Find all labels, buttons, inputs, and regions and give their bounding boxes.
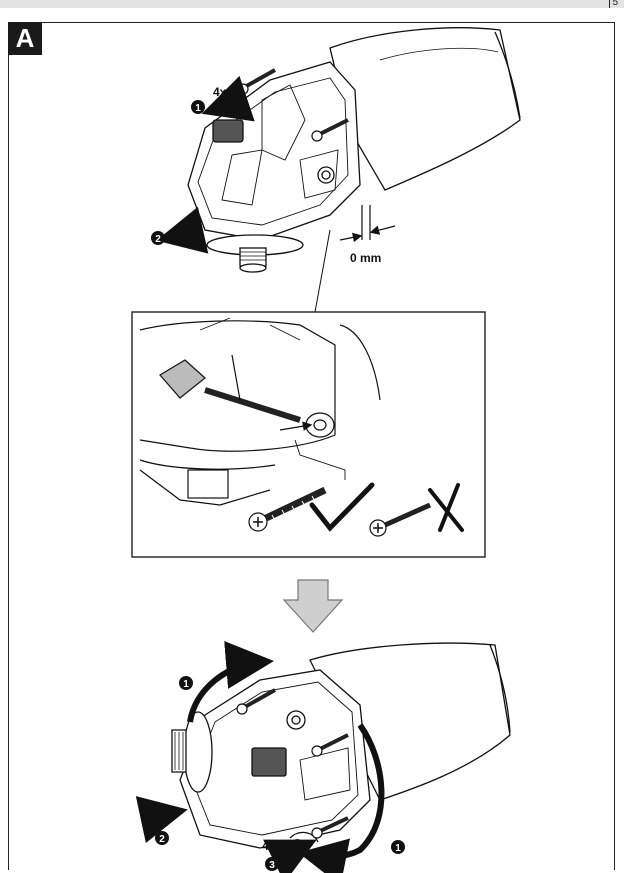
step-2-badge-top — [151, 231, 165, 245]
step-1b-number: 1 — [395, 843, 401, 854]
detail-inset — [131, 311, 486, 558]
arrow-step-2-bottom — [135, 796, 188, 844]
step-1b-badge — [391, 840, 405, 854]
step-3-badge — [265, 857, 279, 871]
correct-screw — [248, 486, 327, 532]
screw-bottom-right — [311, 733, 349, 757]
detail-illustration — [139, 317, 381, 506]
incorrect-screw — [369, 502, 432, 537]
screw-bottom-low — [311, 816, 349, 839]
arrow-step-1-top — [201, 75, 255, 122]
grinder-top-view — [187, 27, 521, 273]
rotation-arrow-top — [187, 641, 274, 723]
grinder-bottom-view — [171, 642, 511, 849]
screw-count-bottom: 4x — [262, 839, 276, 853]
screw-top-right — [311, 118, 349, 142]
step-2-number-bottom: 2 — [159, 834, 165, 845]
gap-indicator — [339, 205, 396, 243]
page-number-divider — [609, 0, 610, 8]
next-step-arrow-icon — [282, 579, 344, 633]
step-1-number-top: 1 — [195, 103, 201, 114]
screw-count-top: 4x — [213, 85, 227, 99]
arrow-step-3-bottom — [263, 839, 317, 873]
step-1-badge-top — [191, 100, 205, 114]
arrow-step-2-top — [156, 206, 209, 254]
cross-mark-icon — [428, 483, 464, 532]
check-mark-icon — [309, 482, 375, 532]
rotation-arrow-right — [298, 723, 385, 873]
step-2-badge-bottom — [155, 831, 169, 845]
step-1a-number: 1 — [183, 679, 189, 690]
step-1a-badge — [179, 676, 193, 690]
page-header-bar — [0, 0, 624, 8]
gap-value: 0 mm — [350, 251, 381, 265]
page-number: 5 — [612, 0, 618, 8]
step-2-number-top: 2 — [155, 234, 161, 245]
figure-frame — [8, 22, 615, 870]
step-3-number: 3 — [269, 860, 275, 871]
figure-label: A — [8, 22, 42, 55]
motor-housing — [329, 27, 521, 191]
screw-bottom-top — [236, 688, 276, 715]
detail-leader-line — [314, 229, 331, 313]
